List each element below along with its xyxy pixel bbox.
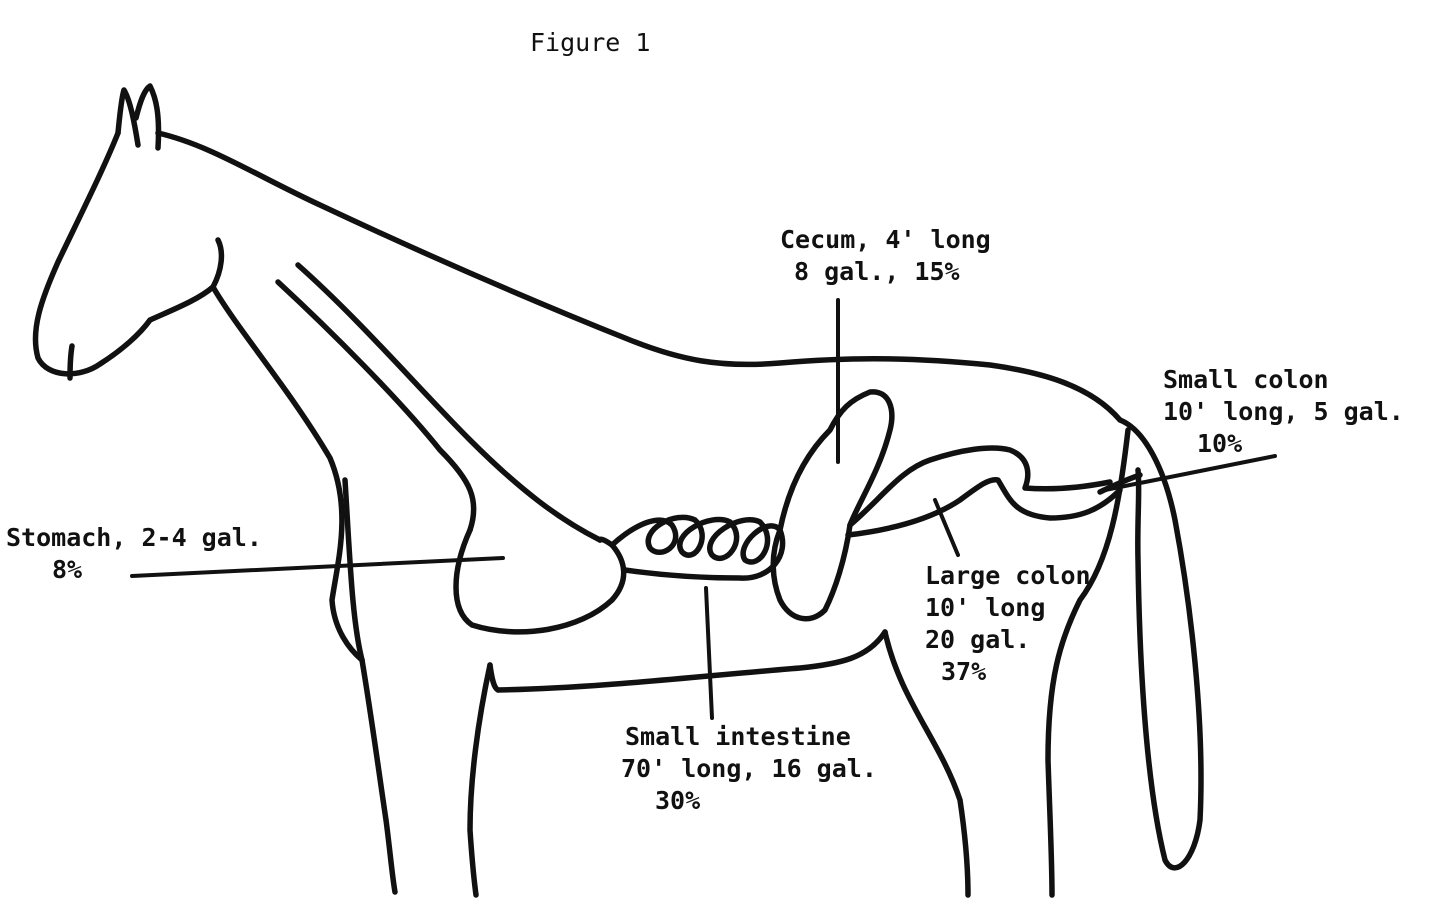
jaw [210,237,365,663]
ear-right [133,83,162,151]
esophagus [275,262,603,543]
hind-leg-front [882,629,971,898]
stomach-label-line1: Stomach, 2-4 gal. [6,523,262,552]
large-colon-label-line2: 10' long [925,593,1046,622]
fore-leg-front [359,657,398,895]
small-intestine-label: Small intestine 70' long, 16 gal. 30% [621,721,877,817]
stomach-leader [130,556,505,578]
horse-outline [32,83,1204,898]
large-colon-leader [933,498,960,557]
small-colon-label: Small colon 10' long, 5 gal. 10% [1163,364,1404,460]
stomach-organ [453,527,627,635]
cecum-label-line1: Cecum, 4' long [780,225,991,254]
leader-lines [130,298,1277,720]
small-colon-label-line2: 10' long, 5 gal. [1163,397,1404,426]
belly [487,629,888,693]
large-colon-lower [845,476,1123,538]
large-colon-label: Large colon 10' long 20 gal. 37% [925,560,1091,688]
cecum-label: Cecum, 4' long 8 gal., 15% [780,224,991,288]
large-colon-organ [847,445,1113,528]
stomach-label: Stomach, 2-4 gal. 8% [6,522,262,586]
small-colon-label-line3: 10% [1197,429,1243,458]
small-colon-label-line1: Small colon [1163,365,1329,394]
ear-left [115,87,141,148]
large-colon-label-line3: 20 gal. [925,625,1031,654]
small-intestine-coils [609,514,786,581]
small-intestine-leader [704,586,714,720]
digestive-tract [275,262,1143,635]
figure-title: Figure 1 [530,28,651,57]
stomach-label-line2: 8% [52,555,83,584]
hind-leg-rear [1045,427,1131,898]
tail [1117,417,1204,871]
cecum-organ [770,389,895,622]
fore-leg-rear [467,662,493,898]
head-front [32,130,216,377]
large-colon-label-line4: 37% [941,657,987,686]
small-intestine-label-line3: 30% [655,786,701,815]
small-colon-leader [1103,454,1277,492]
cecum-label-line2: 8 gal., 15% [794,257,960,286]
large-colon-label-line1: Large colon [925,561,1091,590]
chest-line [342,477,365,663]
topline [155,130,1123,423]
small-intestine-label-line1: Small intestine [625,722,851,751]
nostril [67,343,75,381]
small-intestine-label-line2: 70' long, 16 gal. [621,754,877,783]
